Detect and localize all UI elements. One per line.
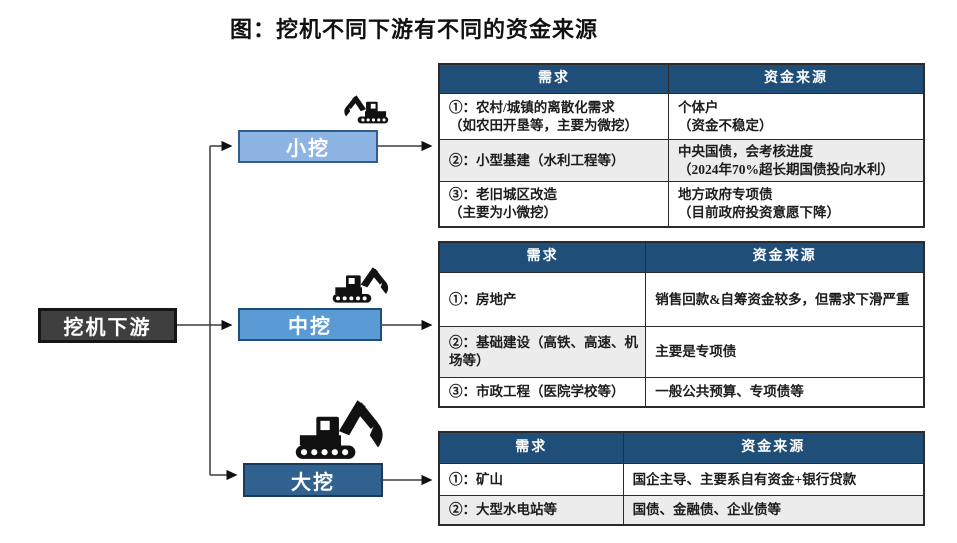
excavator-medium-icon — [328, 258, 396, 306]
table-cell-demand: ③：市政工程（医院学校等） — [440, 378, 646, 406]
branch-node-label: 大挖 — [291, 471, 335, 494]
table-cell-source: 地方政府专项债 （目前政府投资意愿下降） — [668, 182, 923, 226]
table-cell-demand: ①：农村/城镇的离散化需求 （如农田开垦等，主要为微挖） — [440, 94, 668, 139]
excavator-large-icon — [288, 390, 394, 464]
column-header-demand: 需求 — [440, 243, 646, 272]
column-header-demand: 需求 — [440, 65, 668, 93]
table-medium-excavator: 需求 资金来源 ①：房地产 销售回款&自筹资金较多，但需求下滑严重 ②：基础建设… — [438, 241, 925, 408]
table-cell-source: 国企主导、主要系自有资金+银行贷款 — [623, 464, 923, 495]
table-cell-source: 主要是专项债 — [646, 327, 923, 377]
table-cell-source: 中央国债，会考核进度 （2024年70%超长期国债投向水利） — [668, 140, 923, 181]
table-cell-source: 销售回款&自筹资金较多，但需求下滑严重 — [646, 273, 923, 326]
branch-node-large-excavator: 大挖 — [243, 463, 383, 497]
table-large-excavator: 需求 资金来源 ①：矿山 国企主导、主要系自有资金+银行贷款 ②：大型水电站等 … — [438, 431, 925, 526]
table-cell-demand: ②：小型基建（水利工程等） — [440, 140, 668, 181]
branch-node-small-excavator: 小挖 — [238, 130, 378, 163]
page-title: 图：挖机不同下游有不同的资金来源 — [230, 17, 599, 42]
branch-node-label: 中挖 — [288, 316, 332, 338]
excavator-small-icon — [338, 88, 392, 126]
table-cell-source: 国债、金融债、企业债等 — [623, 496, 923, 524]
branch-node-medium-excavator: 中挖 — [238, 308, 382, 341]
table-cell-demand: ①：矿山 — [440, 464, 623, 495]
table-small-excavator: 需求 资金来源 ①：农村/城镇的离散化需求 （如农田开垦等，主要为微挖） 个体户… — [438, 63, 925, 228]
table-cell-source: 个体户 （资金不稳定） — [668, 94, 923, 139]
root-node-label: 挖机下游 — [63, 317, 152, 339]
table-cell-demand: ③：老旧城区改造 （主要为小微挖） — [440, 182, 668, 226]
branch-node-label: 小挖 — [286, 138, 330, 160]
table-cell-demand: ①：房地产 — [440, 273, 646, 326]
column-header-funding-source: 资金来源 — [623, 433, 923, 463]
column-header-funding-source: 资金来源 — [646, 243, 923, 272]
table-cell-source: 一般公共预算、专项债等 — [646, 378, 923, 406]
table-cell-demand: ②：大型水电站等 — [440, 496, 623, 524]
column-header-funding-source: 资金来源 — [668, 65, 923, 93]
column-header-demand: 需求 — [440, 433, 623, 463]
table-cell-demand: ②：基础建设（高铁、高速、机场等） — [440, 327, 646, 377]
root-node-excavator-downstream: 挖机下游 — [38, 308, 177, 343]
